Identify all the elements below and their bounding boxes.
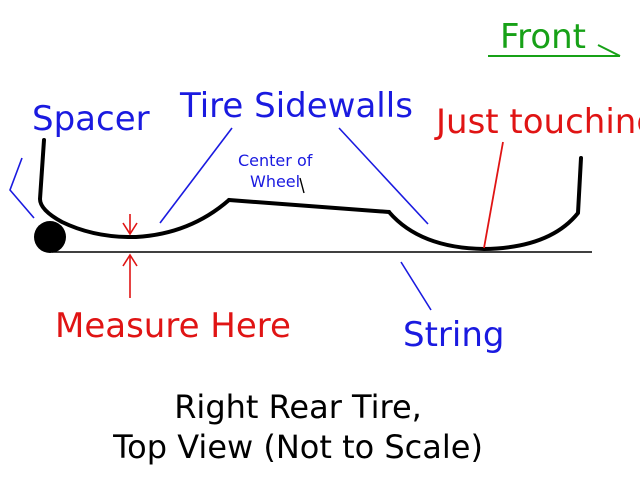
front-label: Front [500, 17, 586, 57]
just-touching-pointer [483, 141, 504, 249]
just-touching-label: Just touching [434, 102, 640, 142]
string-pointer [400, 261, 432, 311]
tire-sidewalls-label: Tire Sidewalls [179, 86, 413, 126]
sidewall-pointer-left [159, 127, 233, 224]
spacer-label: Spacer [32, 99, 150, 139]
wheel-center-line [227, 198, 391, 214]
center-of-wheel-label-line2: Wheel [250, 172, 300, 191]
front-arrow-tick [597, 44, 621, 57]
measure-here-label: Measure Here [55, 306, 291, 346]
center-of-wheel-pointer [299, 177, 305, 194]
caption-line2: Top View (Not to Scale) [112, 428, 483, 466]
spacer-circle [34, 221, 66, 253]
sidewall-pointer-right [338, 127, 429, 225]
center-of-wheel-label-line1: Center of [238, 151, 313, 170]
tire-right-sidewall [387, 156, 583, 251]
tire-left-sidewall [38, 138, 231, 240]
spacer-pointer [9, 157, 35, 219]
caption-line1: Right Rear Tire, [174, 388, 422, 426]
measure-arrowhead-top [122, 222, 138, 236]
measure-arrowhead-bottom [122, 253, 138, 267]
string-label: String [403, 315, 504, 355]
